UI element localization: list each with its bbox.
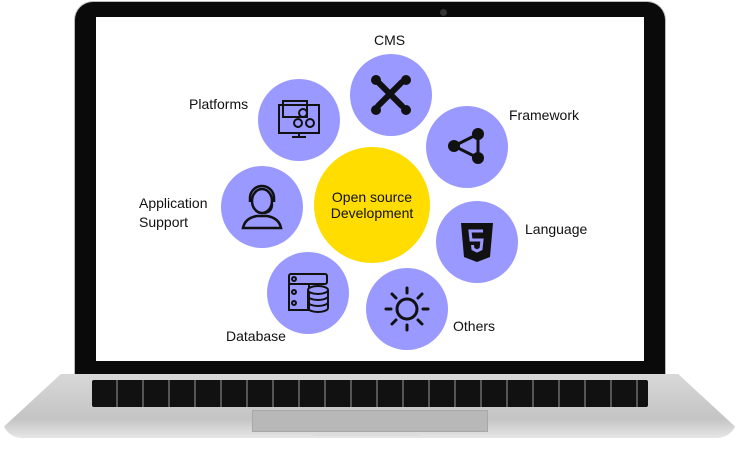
support-agent-icon <box>241 184 283 230</box>
database-server-icon <box>288 273 329 313</box>
trackpad <box>252 410 488 432</box>
center-label-line1: Open source <box>331 189 413 205</box>
label-platforms: Platforms <box>189 96 249 112</box>
node-language <box>436 201 518 283</box>
lid-notch <box>312 432 420 436</box>
node-framework <box>426 106 508 188</box>
label-language: Language <box>525 221 588 237</box>
label-support: Support <box>139 214 189 230</box>
node-application-support <box>221 166 303 248</box>
keyboard <box>92 380 648 407</box>
sun-icon <box>384 286 430 332</box>
label-others: Others <box>453 318 496 334</box>
node-cms <box>350 54 432 136</box>
node-others <box>366 268 448 350</box>
html5-icon <box>461 223 493 262</box>
label-database: Database <box>226 328 286 344</box>
joomla-icon <box>371 75 411 115</box>
center-node: Open source Development <box>314 147 430 263</box>
label-framework: Framework <box>509 107 580 123</box>
label-cms: CMS <box>374 32 406 48</box>
webcam <box>440 9 447 16</box>
node-platforms <box>258 79 340 161</box>
platform-monitor-icon <box>278 100 320 138</box>
label-application: Application <box>139 195 208 211</box>
share-nodes-icon <box>448 128 484 164</box>
center-label-line2: Development <box>330 205 414 221</box>
node-database <box>267 252 349 334</box>
